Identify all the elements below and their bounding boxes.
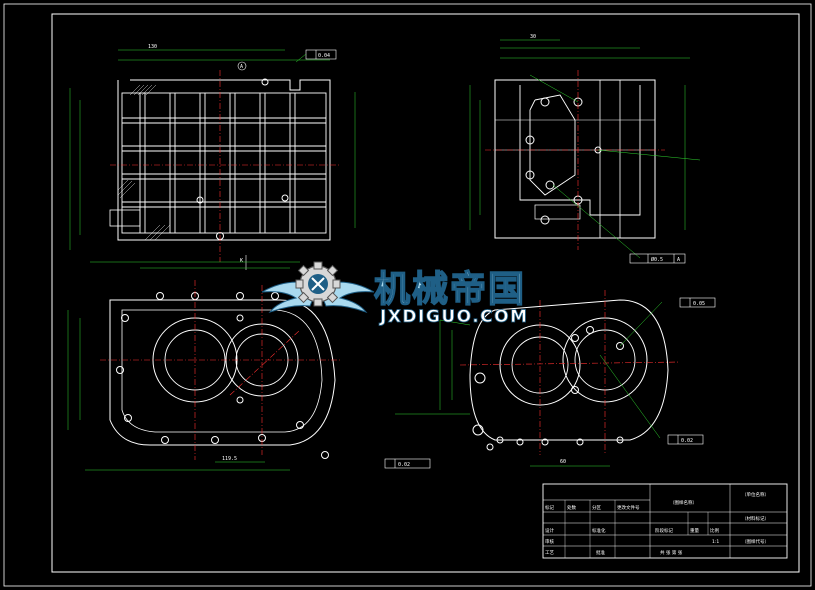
process-label: 工艺: [545, 550, 554, 556]
stage-label: 阶段标记: [655, 527, 673, 534]
tolerance-frame: [384, 458, 431, 469]
row-label-mark: 标记: [545, 504, 554, 511]
section-hatch: [117, 84, 171, 241]
outer-border: [3, 3, 812, 587]
brand-cn: 机械帝国: [374, 269, 526, 310]
bolt-hole: [196, 196, 204, 204]
gear-icon: [295, 261, 341, 307]
flange-bolt-holes: [116, 292, 329, 459]
sheet-count: 共 张 第 张: [660, 549, 683, 556]
top-right-outline: [494, 79, 656, 239]
view-top-left: 130: [69, 44, 356, 270]
material-mark: （材料标记）: [742, 515, 769, 522]
review-label: 审核: [545, 538, 554, 545]
drawing-name: （图样名称）: [670, 499, 697, 506]
std-label: 标准化: [592, 527, 606, 534]
view-side: 60 0.05 0.02 0.02: [384, 290, 716, 469]
title-block: （图样名称） （单位名称） （材料标记） （图样代号） 共 张 第 张 阶段标记…: [542, 483, 788, 559]
drawing-no: （图样代号）: [742, 538, 769, 545]
rib-grid: [122, 93, 326, 233]
inner-frame: [51, 13, 800, 573]
tolerance-frame: [667, 434, 704, 445]
bolt-hole: [545, 180, 555, 190]
bolt-hole: [540, 97, 550, 107]
tolerance-value: 0.05: [693, 301, 705, 307]
dim-text: 60: [560, 459, 566, 465]
side-bolt-holes: [472, 326, 624, 451]
row-label-count: 处数: [567, 504, 576, 511]
front-flange-outline: [109, 299, 336, 446]
tolerance-value: 0.02: [681, 438, 693, 444]
leader-line: [295, 53, 307, 63]
approve-label: 批准: [596, 549, 605, 556]
tolerance-frame: [629, 253, 686, 264]
bolt-hole: [525, 135, 535, 145]
tolerance-value: Ø0.5: [651, 256, 663, 263]
tolerance-frame: [679, 297, 716, 308]
tolerance-frame: [305, 49, 337, 60]
weight-label: 重量: [690, 527, 699, 534]
view-front: 119.5: [67, 261, 340, 471]
scale-label: 比例: [710, 527, 719, 534]
section-k-label: K: [240, 258, 243, 264]
dim-text: 119.5: [222, 456, 237, 462]
tolerance-value: 0.02: [398, 462, 410, 468]
side-flange-outline: [469, 299, 669, 441]
bolt-hole: [281, 194, 289, 202]
design-label: 设计: [545, 527, 554, 534]
row-label-zone: 分区: [592, 504, 601, 511]
brand-en: JXDIGUO.COM: [379, 307, 529, 327]
org-name: （单位名称）: [742, 491, 769, 498]
tolerance-value: 0.04: [318, 53, 330, 59]
inner-cavity: [529, 94, 576, 196]
bolt-hole: [540, 215, 550, 225]
top-left-outline: [117, 79, 331, 241]
inner-body: [121, 92, 327, 234]
view-top-right: 30 Ø0.5 A: [469, 34, 701, 264]
datum-a-marker: [237, 61, 247, 71]
scale-value: 1:1: [712, 539, 719, 545]
datum-a-label: A: [240, 64, 243, 70]
row-label-change: 更改文件号: [617, 504, 640, 511]
dim-text: 130: [148, 44, 157, 50]
tolerance-datum: A: [677, 257, 680, 263]
boss: [109, 209, 141, 227]
dim-text: 30: [530, 34, 536, 40]
bolt-hole: [261, 78, 269, 86]
bolt-hole: [525, 170, 535, 180]
watermark: 机械帝国 JXDIGUO.COM: [261, 261, 529, 327]
